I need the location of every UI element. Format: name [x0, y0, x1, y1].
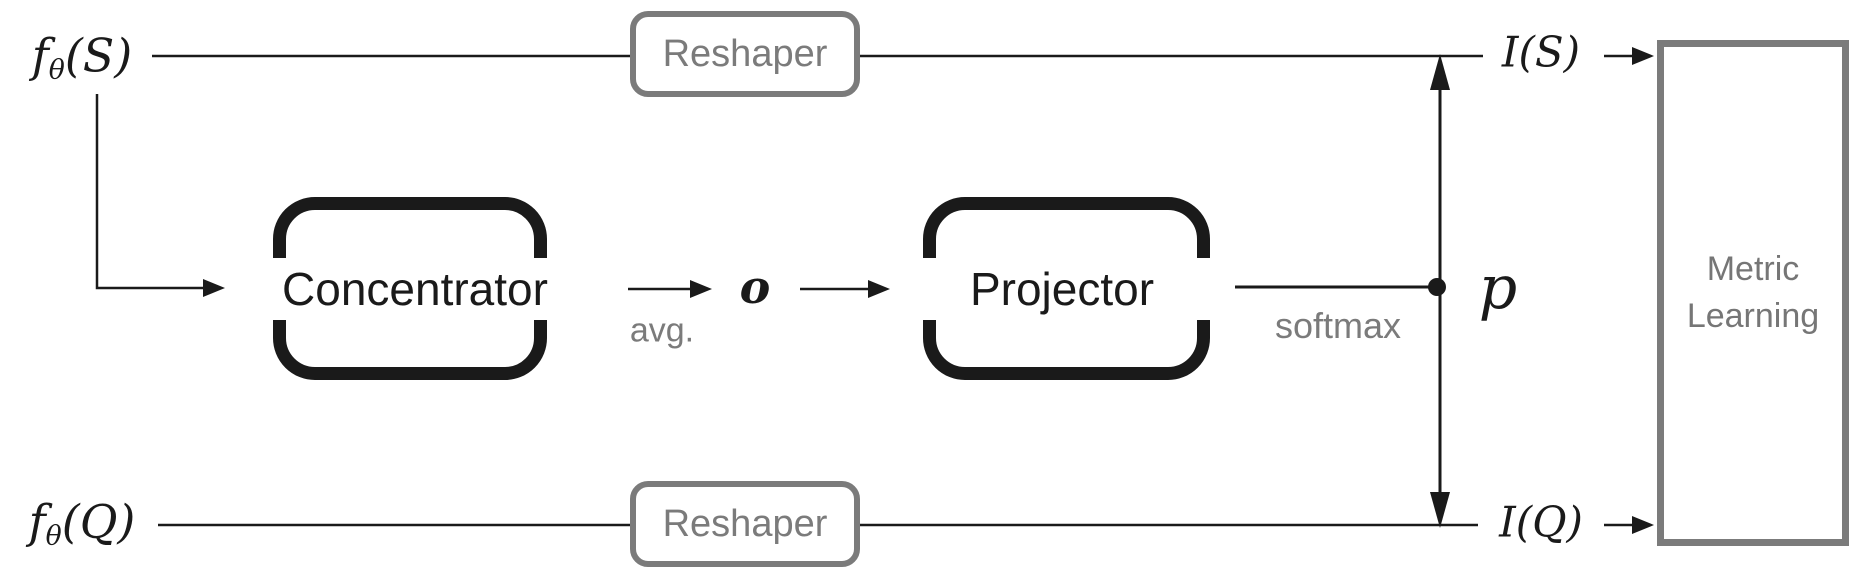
avg-label: avg.	[629, 311, 695, 350]
branch-arrowhead-icon	[203, 279, 225, 297]
query-input-arg: (Q)	[61, 494, 136, 549]
support-metric-arrowhead-icon	[1632, 47, 1654, 65]
concentrator-label: Concentrator	[235, 258, 595, 320]
softmax-label: softmax	[1274, 305, 1402, 346]
metric-learning-label-line1: Metric	[1706, 250, 1800, 288]
reshaper-top-label: Reshaper	[662, 32, 828, 75]
o-vector-label: o	[739, 260, 771, 314]
support-output-base: I	[1501, 27, 1519, 77]
p-distribution-label: p	[1478, 253, 1518, 323]
query-output-base: I	[1499, 497, 1516, 547]
query-metric-arrowhead-icon	[1632, 516, 1654, 534]
projector-label: Projector	[897, 258, 1227, 320]
support-input-arg: (S)	[64, 28, 133, 83]
metric-learning-label-line2: Learning	[1686, 297, 1820, 335]
query-output-label: I(Q)	[1499, 498, 1583, 547]
support-input-label: fθ(S)	[32, 28, 133, 85]
avg-arrowhead-icon	[690, 280, 712, 298]
metric-learning-box: Metric Learning	[1657, 40, 1849, 546]
up-arrowhead-icon	[1430, 54, 1450, 90]
support-output-arg: (S)	[1518, 27, 1581, 77]
reshaper-bottom-label: Reshaper	[662, 502, 828, 545]
support-input-subscript: θ	[48, 54, 65, 86]
support-branch-line	[95, 94, 205, 290]
query-input-base: f	[28, 494, 46, 549]
o-arrowhead-icon	[868, 280, 890, 298]
query-output-arg: (Q)	[1515, 497, 1583, 547]
support-input-base: f	[31, 28, 49, 83]
query-input-label: fθ(Q)	[29, 494, 136, 551]
reshaper-top-box: Reshaper	[630, 11, 860, 97]
junction-dot-icon	[1428, 278, 1446, 296]
reshaper-bottom-box: Reshaper	[630, 481, 860, 567]
query-input-subscript: θ	[45, 520, 62, 552]
down-arrowhead-icon	[1430, 492, 1450, 528]
support-output-label: I(S)	[1502, 28, 1580, 77]
